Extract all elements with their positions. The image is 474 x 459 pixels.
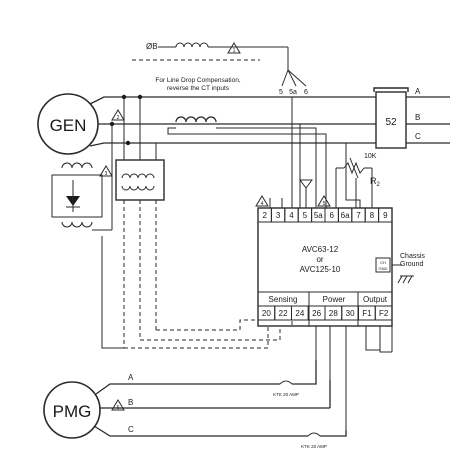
ldc-note-line-1: For Line Drop Compensation, bbox=[155, 77, 240, 84]
resistor-value: 10K bbox=[364, 153, 377, 160]
breaker-phase-c: C bbox=[415, 132, 421, 141]
top-terminal-7: 7 bbox=[356, 211, 361, 220]
bottom-terminal-F1: F1 bbox=[362, 309, 372, 318]
svg-text:6: 6 bbox=[117, 405, 120, 411]
svg-text:5: 5 bbox=[323, 201, 326, 207]
fuse-label-1: KTK 20 AMP bbox=[273, 392, 299, 397]
generator: GEN bbox=[37, 93, 99, 155]
generator-label: GEN bbox=[50, 116, 87, 135]
pmg-phase-c: C bbox=[128, 425, 134, 434]
bottom-terminal-30: 30 bbox=[346, 309, 355, 318]
section-power: Power bbox=[323, 295, 346, 304]
note-4: 4 bbox=[255, 195, 269, 207]
note-3: 3 bbox=[99, 165, 113, 177]
fuse-label-2: KTK 20 AMP bbox=[301, 444, 327, 449]
svg-text:3: 3 bbox=[105, 171, 108, 177]
breaker-phase-a: A bbox=[415, 87, 421, 96]
svg-text:1: 1 bbox=[233, 48, 236, 54]
bottom-terminal-22: 22 bbox=[279, 309, 288, 318]
pmg-phase-b: B bbox=[128, 398, 133, 407]
top-terminal-5: 5 bbox=[303, 211, 308, 220]
bottom-terminal-F2: F2 bbox=[379, 309, 389, 318]
regulator-model-2: AVC125-10 bbox=[300, 265, 341, 274]
note-6: 6 bbox=[111, 399, 125, 411]
regulator-bottom-wires bbox=[124, 319, 393, 430]
section-sensing: Sensing bbox=[269, 295, 298, 304]
bottom-terminal-20: 20 bbox=[262, 309, 271, 318]
pmg: PMG A B C KTK 20 AMP KTK 20 AMP bbox=[43, 360, 347, 449]
breaker-52: 52 A B C bbox=[373, 87, 450, 149]
chassis-ground: Chassis Ground bbox=[392, 253, 425, 284]
top-terminal-9: 9 bbox=[383, 211, 388, 220]
note-5: 5 bbox=[317, 195, 331, 207]
top-terminal-6: 6 bbox=[329, 211, 334, 220]
control-transformer bbox=[51, 124, 124, 349]
chassis-ground-line-2: Ground bbox=[400, 261, 423, 268]
top-terminal-5a: 5a bbox=[314, 211, 323, 220]
svg-text:4: 4 bbox=[261, 201, 264, 207]
current-transformer bbox=[167, 116, 327, 208]
pmg-label: PMG bbox=[53, 402, 92, 421]
ch-gnd-line-2: GND bbox=[379, 266, 388, 271]
voltage-regulator: CH GND AVC63-12 or AVC125-10 Sensing Pow… bbox=[257, 207, 393, 327]
ldc-note-line-2: reverse the CT inputs bbox=[167, 85, 230, 92]
top-terminal-box-9 bbox=[378, 207, 393, 223]
regulator-feed-wires bbox=[269, 97, 361, 208]
ldc-terminal-5: 5 bbox=[279, 89, 283, 96]
regulator-model-or: or bbox=[316, 255, 323, 264]
bottom-terminal-26: 26 bbox=[312, 309, 321, 318]
sensing-transformer bbox=[115, 97, 165, 348]
ch-gnd-line-1: CH bbox=[380, 260, 386, 265]
resistor-r2: 10K R2 bbox=[335, 153, 381, 208]
top-terminal-6a: 6a bbox=[341, 211, 350, 220]
line-drop-compensation: ØB For Line Drop Compensation, reverse t… bbox=[132, 42, 308, 96]
svg-text:2: 2 bbox=[117, 115, 120, 121]
top-terminal-3: 3 bbox=[276, 211, 281, 220]
ldc-terminal-5a: 5a bbox=[289, 89, 297, 96]
top-terminal-8: 8 bbox=[370, 211, 375, 220]
breaker-label: 52 bbox=[385, 117, 397, 128]
bottom-terminal-24: 24 bbox=[295, 309, 304, 318]
ldc-terminal-6: 6 bbox=[304, 89, 308, 96]
pmg-phase-a: A bbox=[128, 373, 134, 382]
resistor-label: R2 bbox=[370, 176, 381, 188]
section-output: Output bbox=[363, 295, 388, 304]
bottom-terminal-box-F2 bbox=[374, 305, 393, 321]
breaker-phase-b: B bbox=[415, 113, 420, 122]
note-2: 2 bbox=[111, 109, 125, 121]
regulator-model-1: AVC63-12 bbox=[302, 245, 339, 254]
note-1: 1 bbox=[227, 42, 241, 54]
top-terminal-2: 2 bbox=[262, 211, 267, 220]
chassis-ground-line-1: Chassis bbox=[400, 253, 425, 260]
top-terminal-4: 4 bbox=[289, 211, 294, 220]
ldc-ct-label: ØB bbox=[146, 42, 158, 51]
generator-phase-wires bbox=[89, 94, 380, 147]
bottom-terminal-28: 28 bbox=[329, 309, 338, 318]
